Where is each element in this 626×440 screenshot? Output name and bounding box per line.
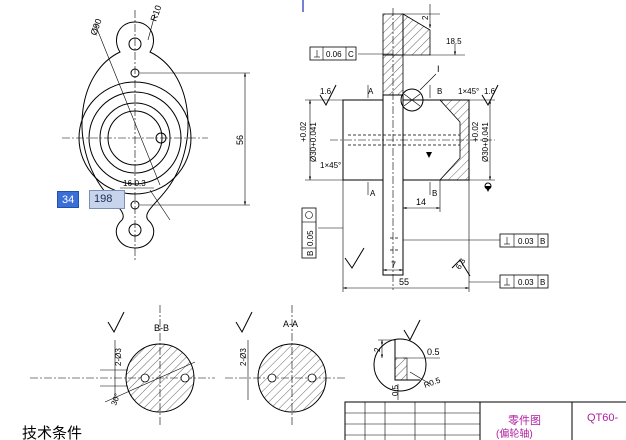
- detail-view: [373, 319, 440, 400]
- dim-7: 7: [391, 260, 396, 270]
- tol-c-datum: C: [348, 50, 354, 59]
- dim-185: 18.5: [446, 37, 462, 46]
- label-b-top: B: [437, 87, 442, 96]
- detail-dim-05-top: 0.5: [427, 347, 440, 357]
- section-bb-angle: 30°: [109, 392, 122, 406]
- section-aa-title: A-A: [283, 319, 298, 329]
- tol-b-mid-datum: B: [540, 237, 545, 246]
- tol-b-bot-value: 0.03: [518, 278, 534, 287]
- front-view: [62, 10, 250, 262]
- title-material: QT60-: [587, 412, 619, 424]
- tol-frame-b-bot: [499, 274, 549, 289]
- label-a-top: A: [368, 87, 374, 96]
- tol-b-mid-value: 0.03: [518, 237, 534, 246]
- dim-holes: 16-0.3: [123, 179, 146, 188]
- dia-left-lower: Ø30+0.041: [309, 122, 318, 162]
- dimension-input-b[interactable]: 198: [89, 190, 125, 209]
- dim-r10: R10: [148, 4, 163, 23]
- section-aa-view: [225, 305, 345, 425]
- detail-dim-05-left: 0.5: [391, 384, 400, 396]
- dim-2-top: 2: [421, 15, 430, 20]
- section-view: [305, 4, 500, 292]
- label-a-bot: A: [370, 189, 376, 198]
- rough-left: 1.6: [320, 87, 332, 96]
- dia-left-upper: +0.02: [299, 121, 308, 142]
- section-aa-depth: 2-Ø3: [239, 348, 248, 366]
- detail-label-i: I: [437, 64, 440, 74]
- tol-b-bot-datum: B: [540, 278, 545, 287]
- chamfer-right: 1×45°: [458, 87, 479, 96]
- title-part-name: (偏轮轴): [496, 427, 533, 440]
- tol-frame-b-left: [301, 207, 317, 259]
- tol-b-left-datum: B: [306, 251, 315, 256]
- tol-frame-c: [309, 46, 357, 61]
- dim-14: 14: [416, 197, 426, 207]
- detail-dim-r05: R0.5: [423, 375, 442, 389]
- title-block: [344, 401, 626, 440]
- title-part-label: 零件图: [508, 414, 541, 427]
- dimension-input-a[interactable]: 34: [57, 191, 79, 208]
- dim-55: 55: [399, 277, 409, 287]
- tol-frame-b-mid: [499, 233, 549, 248]
- tech-req-heading: 技术条件: [22, 425, 82, 440]
- section-bb-view: [30, 305, 215, 425]
- label-b-bot: B: [432, 189, 437, 198]
- section-bb-title: B-B: [154, 323, 169, 333]
- dia-right-upper: +0.02: [471, 121, 480, 142]
- dim-phi90: Ø90: [88, 17, 103, 36]
- detail-dim-2: 2: [373, 347, 382, 352]
- tol-b-left-value: 0.05: [306, 230, 315, 246]
- dia-right-lower: Ø30+0.041: [481, 122, 490, 162]
- tol-c-value: 0.06: [326, 50, 342, 59]
- dim-56: 56: [235, 135, 245, 145]
- section-bb-depth: 2-Ø3: [114, 348, 123, 366]
- chamfer-left: 1×45°: [320, 161, 341, 170]
- rough-right: 1.6: [484, 87, 496, 96]
